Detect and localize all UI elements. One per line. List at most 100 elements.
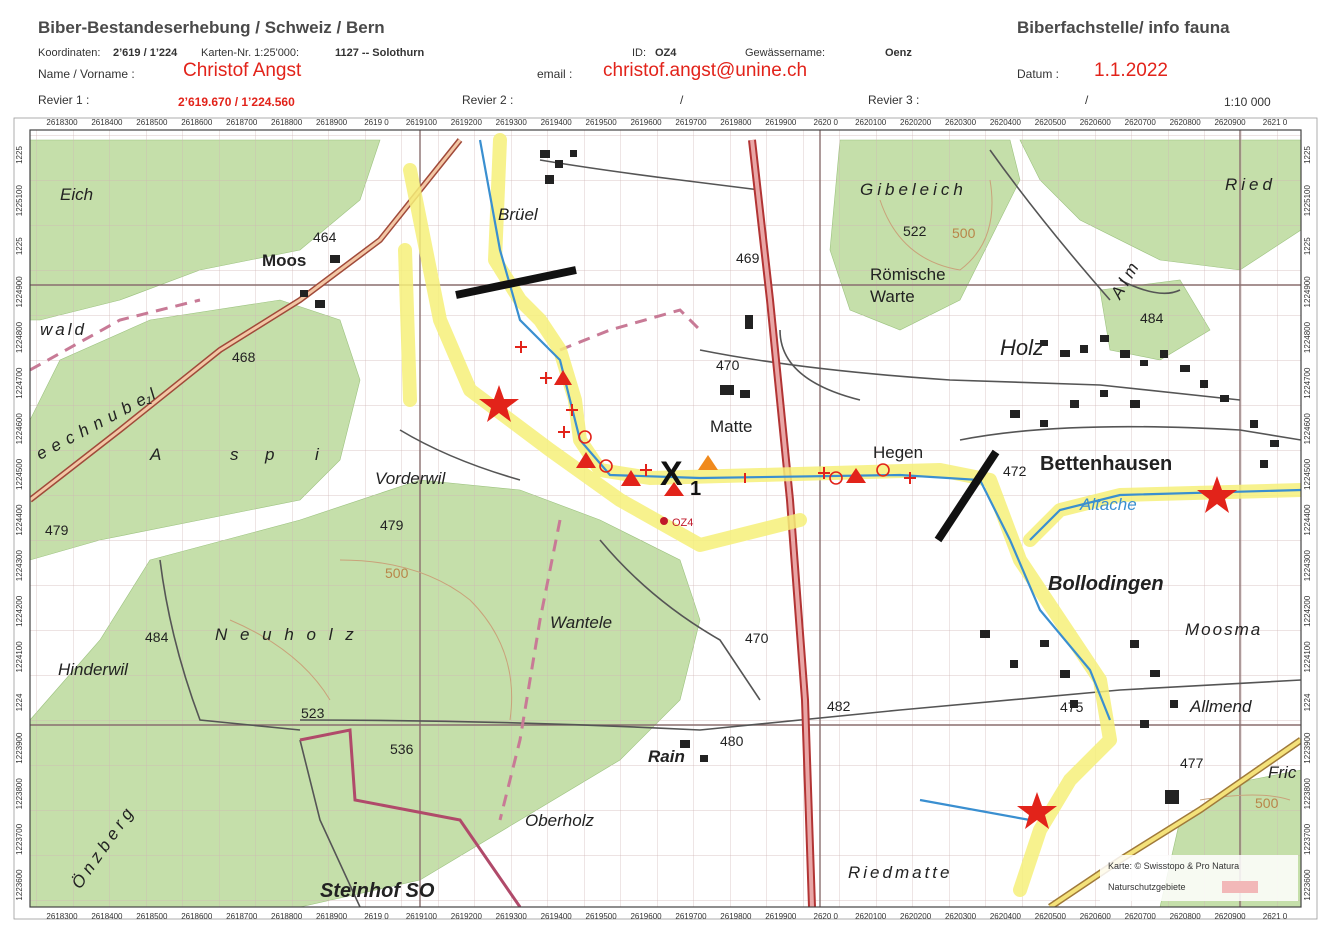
y-tick-left: 1224200: [15, 595, 24, 627]
x-tick-top: 2619800: [720, 118, 752, 127]
email-label: email :: [537, 67, 573, 81]
gewaesser-label: Gewässername:: [745, 47, 826, 59]
label-matte: Matte: [710, 417, 753, 436]
y-tick-right: 1225: [1303, 146, 1312, 164]
revier2-value[interactable]: /: [680, 93, 684, 107]
y-tick-left: 1224800: [15, 321, 24, 353]
triangles: [554, 370, 866, 496]
x-tick-top: 2620900: [1214, 118, 1246, 127]
x-tick-bottom: 2620600: [1080, 912, 1112, 921]
revier2-label: Revier 2 :: [462, 93, 514, 107]
elev-477: 477: [1180, 755, 1204, 771]
label-neuholz: N e u h o l z: [215, 625, 358, 644]
x-tick-bottom: 2620500: [1035, 912, 1067, 921]
gewaesser-value: Oenz: [885, 47, 912, 59]
star-3: [1017, 792, 1057, 829]
x-tick-top: 2618700: [226, 118, 258, 127]
elev-536: 536: [390, 741, 414, 757]
x-tick-bottom: 2619500: [586, 912, 618, 921]
elev-475: 475: [1060, 699, 1084, 715]
elev-482: 482: [827, 698, 851, 714]
label-moos: Moos: [262, 251, 306, 270]
credit-legend: Naturschutzgebiete: [1108, 882, 1186, 892]
name-value[interactable]: Christof Angst: [183, 60, 302, 81]
x-tick-top: 2618300: [46, 118, 78, 127]
x-tick-top: 2620400: [990, 118, 1022, 127]
star-1: [479, 385, 519, 422]
x-tick-bottom: 2620800: [1170, 912, 1202, 921]
x-tick-top: 2619300: [496, 118, 528, 127]
elev-472: 472: [1003, 463, 1027, 479]
x-tick-top: 2619400: [541, 118, 573, 127]
y-tick-right: 1223800: [1303, 778, 1312, 810]
legend-reserve-swatch: [1222, 881, 1258, 893]
x-tick-bottom: 2619900: [765, 912, 797, 921]
label-riedmatte: Riedmatte: [848, 863, 952, 882]
x-tick-top: 2621 0: [1263, 118, 1288, 127]
roads: [159, 149, 1301, 907]
crosses: [515, 341, 916, 484]
y-tick-left: 1224600: [15, 413, 24, 445]
x-tick-top: 2619200: [451, 118, 483, 127]
barrier-east: [934, 449, 1000, 543]
elev-523: 523: [301, 705, 325, 721]
x-tick-top: 2620800: [1170, 118, 1202, 127]
label-gibeleich: Gibeleich: [860, 180, 967, 199]
y-tick-right: 1224700: [1303, 367, 1312, 399]
label-hegen: Hegen: [873, 443, 923, 462]
y-tick-right: 1224500: [1303, 458, 1312, 490]
y-tick-right: 1224400: [1303, 504, 1312, 536]
x-tick-bottom: 2619700: [675, 912, 707, 921]
y-tick-right: 1224100: [1303, 641, 1312, 673]
stars: [479, 385, 1237, 829]
x-tick-top: 2620200: [900, 118, 932, 127]
id-label: ID:: [632, 47, 647, 59]
x-tick-top: 2619100: [406, 118, 438, 127]
revier1-value[interactable]: 2’619.670 / 1’224.560: [178, 95, 295, 109]
barrier-north: [455, 266, 577, 299]
x-tick-top: 2620 0: [814, 118, 839, 127]
x-tick-bottom: 2618300: [46, 912, 78, 921]
x-tick-bottom: 2619300: [496, 912, 528, 921]
x-tick-bottom: 2620 0: [814, 912, 839, 921]
label-fric: Fric: [1268, 763, 1297, 782]
y-ticks-right: 1225122510012251224900122480012247001224…: [1303, 146, 1312, 901]
label-aspi-p: p: [264, 445, 274, 464]
x-tick-top: 2618500: [136, 118, 168, 127]
marker-x-subscript: 1: [690, 478, 701, 500]
x-tick-bottom: 2620200: [900, 912, 932, 921]
y-tick-right: 1223700: [1303, 823, 1312, 855]
elev-470a: 470: [716, 357, 740, 373]
x-tick-bottom: 2619200: [451, 912, 483, 921]
x-tick-top: 2620700: [1125, 118, 1157, 127]
label-holz: Holz: [1000, 335, 1044, 360]
id-value: OZ4: [655, 47, 677, 59]
reserve-boundary-north: [559, 308, 702, 352]
x-tick-bottom: 2620400: [990, 912, 1022, 921]
datum-value[interactable]: 1.1.2022: [1094, 60, 1168, 81]
x-tick-bottom: 2619 0: [364, 912, 389, 921]
scale-label: 1:10 000: [1224, 95, 1271, 109]
y-tick-left: 1223600: [15, 869, 24, 901]
x-tick-bottom: 2619400: [541, 912, 573, 921]
y-tick-left: 1224: [15, 693, 24, 711]
x-tick-bottom: 2618800: [271, 912, 303, 921]
contour-500a: 500: [385, 565, 409, 581]
x-tick-top: 2618800: [271, 118, 303, 127]
x-tick-top: 2620500: [1035, 118, 1067, 127]
x-tick-bottom: 2618700: [226, 912, 258, 921]
elev-469: 469: [736, 250, 760, 266]
email-value[interactable]: christof.angst@unine.ch: [603, 60, 808, 81]
y-ticks-left: 1225122510012251224900122480012247001224…: [15, 146, 24, 901]
elev-484b: 484: [145, 629, 169, 645]
revier3-value[interactable]: /: [1085, 93, 1089, 107]
y-tick-right: 1225100: [1303, 185, 1312, 217]
credit-karte: Karte: © Swisstopo & Pro Natura: [1108, 861, 1239, 871]
koord-label: Koordinaten:: [38, 47, 101, 59]
x-tick-bottom: 2620100: [855, 912, 887, 921]
reserve-boundary-steinhof: [299, 728, 522, 907]
label-aspi-i: i: [315, 445, 320, 464]
